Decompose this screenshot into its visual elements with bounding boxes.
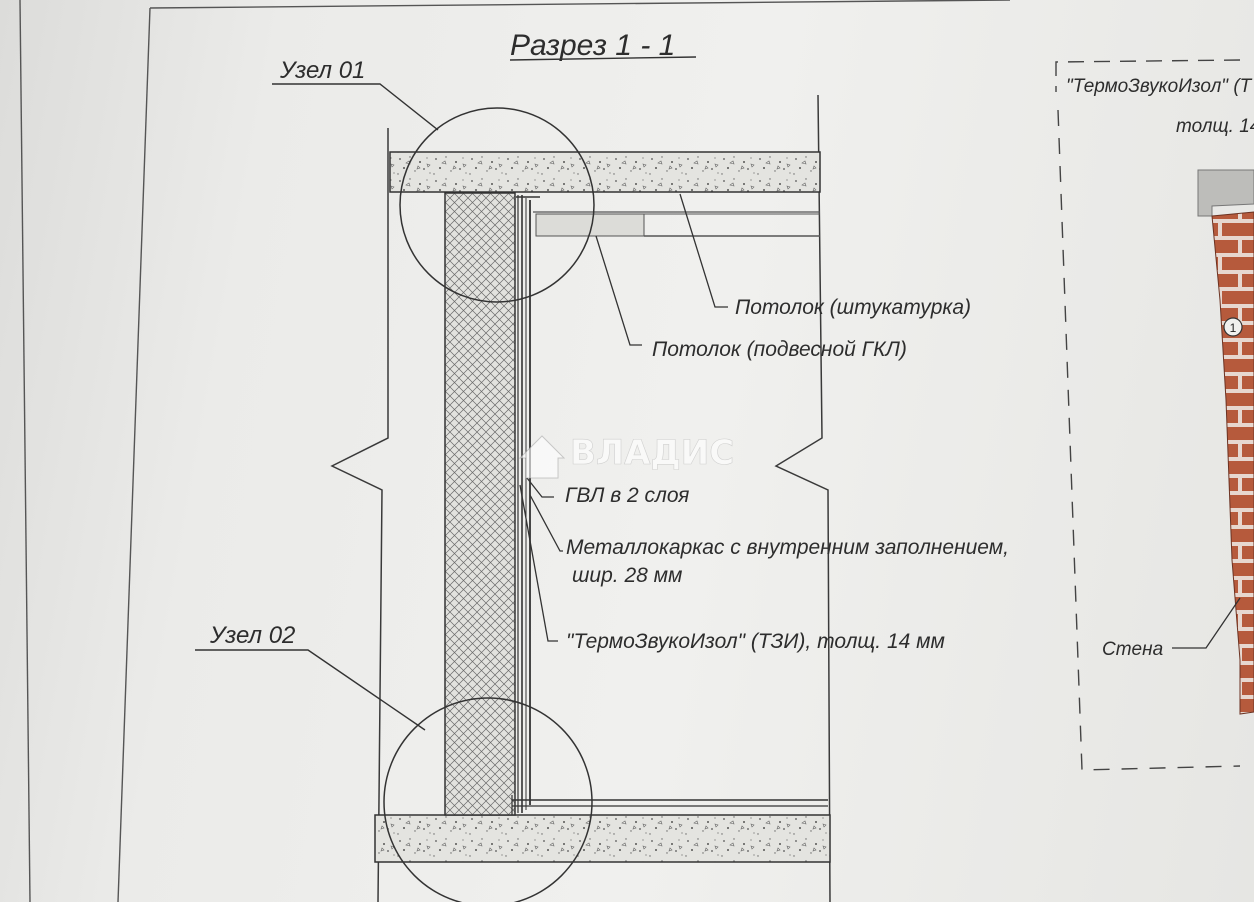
brick-wall	[1211, 211, 1254, 715]
section-title-group: Разрез 1 - 1	[509, 29, 697, 62]
coping-block	[1197, 169, 1254, 217]
ceiling-slab	[389, 151, 821, 193]
marker-number: 1	[1230, 321, 1237, 335]
node-02-circle	[383, 697, 593, 902]
house-icon	[518, 435, 566, 479]
section-title: Разрез 1 - 1	[510, 29, 675, 62]
side-label-tzi: "ТермоЗвукоИзол" (Т	[1066, 76, 1253, 97]
label-ceiling-plaster: Потолок (штукатурка)	[735, 296, 971, 319]
side-panel: "ТермоЗвукоИзол" (Т толщ. 14 1 Стена	[1055, 59, 1254, 771]
node-labels: Узел 01 Узел 02	[195, 57, 439, 731]
node-01-circle	[399, 107, 595, 303]
insulation-wall	[444, 192, 516, 816]
node-circles	[383, 107, 595, 902]
label-metal-frame-2: шир. 28 мм	[572, 564, 682, 587]
sheet-frame	[19, 0, 1011, 902]
side-label-thickness: толщ. 14	[1176, 116, 1254, 137]
label-tzi-layer: "ТермоЗвукоИзол" (ТЗИ), толщ. 14 мм	[566, 630, 945, 653]
annotations: Потолок (штукатурка) Потолок (подвесной …	[565, 296, 1009, 653]
label-gvl-layers: ГВЛ в 2 слоя	[565, 484, 689, 507]
floor-slab	[374, 814, 831, 863]
annotation-leaders	[519, 193, 728, 642]
marker-circle	[1223, 317, 1243, 337]
wall-outline	[330, 94, 831, 902]
watermark-text: ВЛАДИС	[570, 433, 734, 473]
watermark: ВЛАДИС	[518, 433, 734, 479]
node-01-label: Узел 01	[279, 57, 365, 84]
label-metal-frame-1: Металлокаркас с внутренним заполнением,	[566, 536, 1009, 559]
node-02-label: Узел 02	[209, 622, 295, 649]
suspended-ceiling	[533, 211, 820, 237]
wall-label: Стена	[1102, 639, 1163, 660]
label-ceiling-suspended: Потолок (подвесной ГКЛ)	[652, 338, 907, 361]
